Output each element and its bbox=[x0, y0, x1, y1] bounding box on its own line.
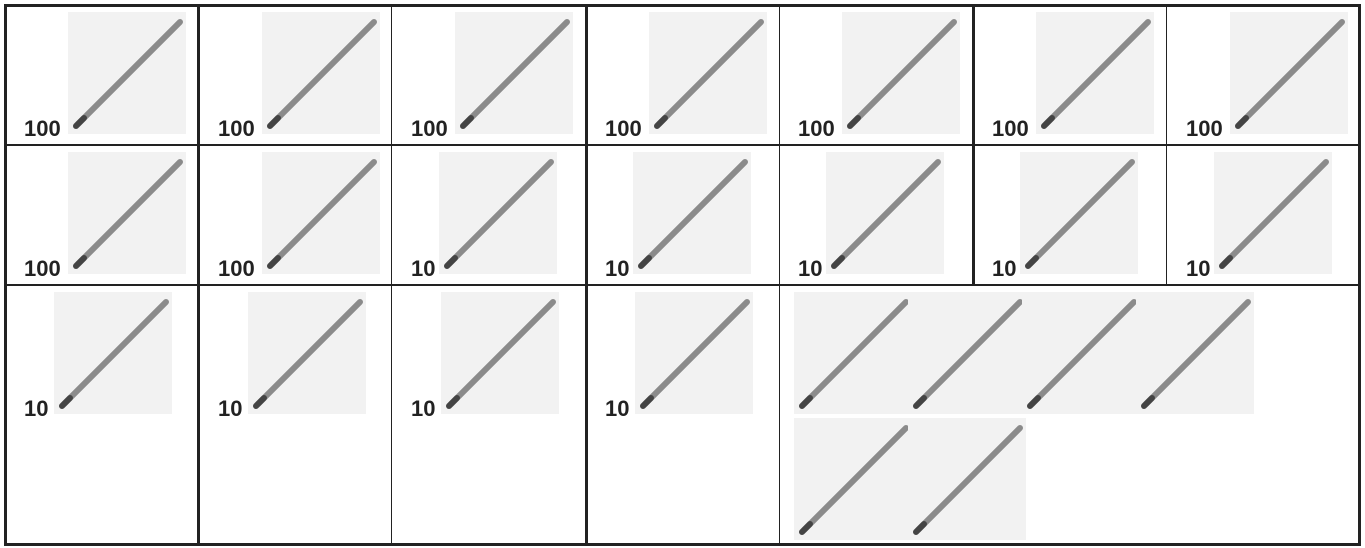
trial-count-label: 10 bbox=[411, 398, 435, 420]
trial-count-label: 100 bbox=[24, 258, 61, 280]
pencil-tile bbox=[439, 152, 557, 274]
pencil-icon bbox=[1214, 152, 1332, 274]
pencil-tile bbox=[1036, 12, 1154, 134]
trial-count-label: 10 bbox=[798, 258, 822, 280]
trial-count-label: 10 bbox=[605, 398, 629, 420]
pencil-tile bbox=[455, 12, 573, 134]
pencil-icon bbox=[54, 292, 172, 414]
pencil-icon bbox=[794, 418, 912, 540]
pencil-icon bbox=[826, 152, 944, 274]
trial-count-label: 10 bbox=[992, 258, 1016, 280]
pencil-icon bbox=[68, 152, 186, 274]
pencil-tile bbox=[441, 292, 559, 414]
pencil-icon bbox=[248, 292, 366, 414]
pencil-tile bbox=[842, 12, 960, 134]
pencil-icon bbox=[908, 418, 1026, 540]
pencil-icon bbox=[1230, 12, 1348, 134]
pencil-tile bbox=[1020, 152, 1138, 274]
pencil-tile bbox=[68, 12, 186, 134]
grid-divider bbox=[391, 4, 392, 546]
trial-count-label: 100 bbox=[411, 118, 448, 140]
grid-border bbox=[4, 4, 1361, 7]
pencil-tile bbox=[826, 152, 944, 274]
grid-divider bbox=[1166, 4, 1167, 286]
grid-divider bbox=[585, 4, 588, 546]
trial-count-label: 10 bbox=[218, 398, 242, 420]
pencil-tile bbox=[248, 292, 366, 414]
pencil-icon bbox=[842, 12, 960, 134]
pencil-tile bbox=[794, 418, 912, 540]
pencil-icon bbox=[908, 292, 1026, 414]
trial-count-label: 100 bbox=[218, 118, 255, 140]
trial-count-label: 100 bbox=[1186, 118, 1223, 140]
trial-count-label: 10 bbox=[1186, 258, 1210, 280]
grid-divider bbox=[4, 144, 1361, 146]
trial-count-label: 10 bbox=[411, 258, 435, 280]
pencil-icon bbox=[262, 12, 380, 134]
pencil-tile bbox=[1022, 292, 1140, 414]
pencil-icon bbox=[633, 152, 751, 274]
trial-count-label: 100 bbox=[605, 118, 642, 140]
grid-divider bbox=[972, 4, 975, 286]
trial-count-label: 100 bbox=[798, 118, 835, 140]
pencil-tile bbox=[908, 292, 1026, 414]
pencil-icon bbox=[1036, 12, 1154, 134]
pencil-icon bbox=[441, 292, 559, 414]
pencil-icon bbox=[1136, 292, 1254, 414]
trial-count-label: 100 bbox=[218, 258, 255, 280]
pencil-tile bbox=[54, 292, 172, 414]
pencil-icon bbox=[1022, 292, 1140, 414]
pencil-icon bbox=[455, 12, 573, 134]
grid-divider bbox=[4, 284, 1361, 286]
pencil-icon bbox=[794, 292, 912, 414]
trial-count-label: 100 bbox=[992, 118, 1029, 140]
trial-count-label: 10 bbox=[24, 398, 48, 420]
pencil-tile bbox=[908, 418, 1026, 540]
pencil-icon bbox=[68, 12, 186, 134]
pencil-tile bbox=[649, 12, 767, 134]
pencil-tile bbox=[635, 292, 753, 414]
grid-divider bbox=[197, 4, 200, 546]
pencil-tile bbox=[794, 292, 912, 414]
pencil-tile bbox=[633, 152, 751, 274]
pencil-tile bbox=[68, 152, 186, 274]
pencil-tile bbox=[262, 152, 380, 274]
pencil-icon bbox=[439, 152, 557, 274]
pencil-tile bbox=[1230, 12, 1348, 134]
pencil-icon bbox=[649, 12, 767, 134]
trial-count-label: 10 bbox=[605, 258, 629, 280]
grid-divider bbox=[779, 4, 780, 546]
trial-count-label: 100 bbox=[24, 118, 61, 140]
pencil-icon bbox=[1020, 152, 1138, 274]
grid-border bbox=[4, 543, 1361, 546]
pencil-tile bbox=[1214, 152, 1332, 274]
grid-border bbox=[4, 4, 7, 546]
pencil-icon bbox=[635, 292, 753, 414]
pencil-tile bbox=[262, 12, 380, 134]
pencil-tile bbox=[1136, 292, 1254, 414]
pencil-icon bbox=[262, 152, 380, 274]
grid-border bbox=[1358, 4, 1361, 546]
